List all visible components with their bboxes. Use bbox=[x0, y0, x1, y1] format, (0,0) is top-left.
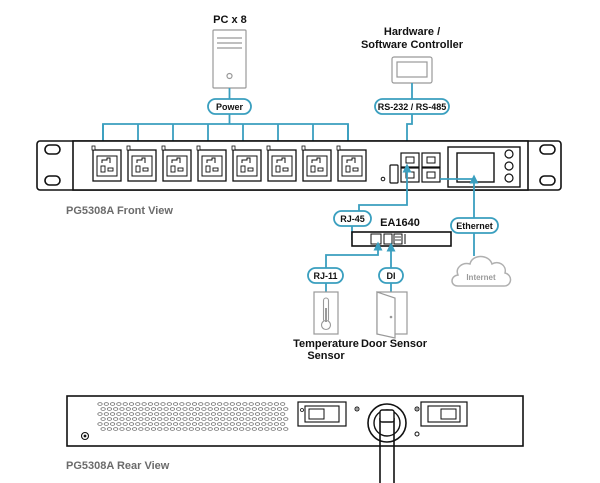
ethernet-pill: Ethernet bbox=[450, 217, 499, 234]
door-sensor-label: Door Sensor bbox=[361, 338, 428, 350]
outlet-icon bbox=[196, 145, 227, 182]
rear-view-caption: PG5308A Rear View bbox=[66, 460, 170, 472]
front-io-cluster bbox=[380, 146, 521, 188]
lcd-screen bbox=[456, 152, 495, 183]
internet-label: Internet bbox=[466, 273, 496, 282]
rear-inlet-right bbox=[414, 401, 468, 437]
ea1640-device bbox=[351, 231, 452, 247]
pc-icon bbox=[212, 29, 247, 89]
ethernet-label: Ethernet bbox=[456, 221, 493, 231]
outlet-icon bbox=[231, 145, 262, 182]
panel-button-down bbox=[504, 173, 514, 183]
serial-pill: RS-232 / RS-485 bbox=[374, 98, 450, 115]
outlet-icon bbox=[161, 145, 192, 182]
temperature-label-line2: Sensor bbox=[307, 350, 345, 362]
outlet-icon bbox=[126, 145, 157, 182]
thermometer-icon bbox=[313, 291, 339, 335]
panel-button-enter bbox=[504, 161, 514, 171]
rear-vent-grille bbox=[97, 402, 289, 431]
power-label: Power bbox=[216, 102, 244, 112]
rj11-link bbox=[325, 241, 383, 268]
rj45-label: RJ-45 bbox=[340, 214, 365, 224]
serial-label: RS-232 / RS-485 bbox=[378, 102, 447, 112]
cloud-icon: Internet bbox=[451, 255, 512, 287]
rear-power-cord bbox=[367, 403, 407, 483]
rj11-label: RJ-11 bbox=[313, 271, 337, 281]
controller-label-line1: Hardware / bbox=[384, 26, 440, 38]
controller-icon bbox=[391, 56, 433, 84]
rj45-pill: RJ-45 bbox=[333, 210, 372, 227]
panel-button-up bbox=[504, 149, 514, 159]
outlet-icon bbox=[266, 145, 297, 182]
outlet-icon bbox=[336, 145, 367, 182]
power-pill: Power bbox=[207, 98, 252, 115]
rj11-pill: RJ-11 bbox=[307, 267, 344, 284]
di-pill: DI bbox=[378, 267, 404, 284]
temperature-label-line1: Temperature bbox=[293, 338, 359, 350]
ea1640-label: EA1640 bbox=[380, 217, 420, 229]
door-icon bbox=[376, 291, 408, 339]
outlet-icon bbox=[91, 145, 122, 182]
serial-link bbox=[406, 114, 413, 148]
outlet-icon bbox=[301, 145, 332, 182]
rear-inlet-left bbox=[297, 401, 360, 427]
outlet-row bbox=[91, 145, 367, 182]
di-label: DI bbox=[387, 271, 396, 281]
controller-label-line2: Software Controller bbox=[361, 39, 464, 51]
rj45-link bbox=[358, 163, 412, 211]
front-view-caption: PG5308A Front View bbox=[66, 205, 173, 217]
pc-label: PC x 8 bbox=[213, 14, 247, 26]
